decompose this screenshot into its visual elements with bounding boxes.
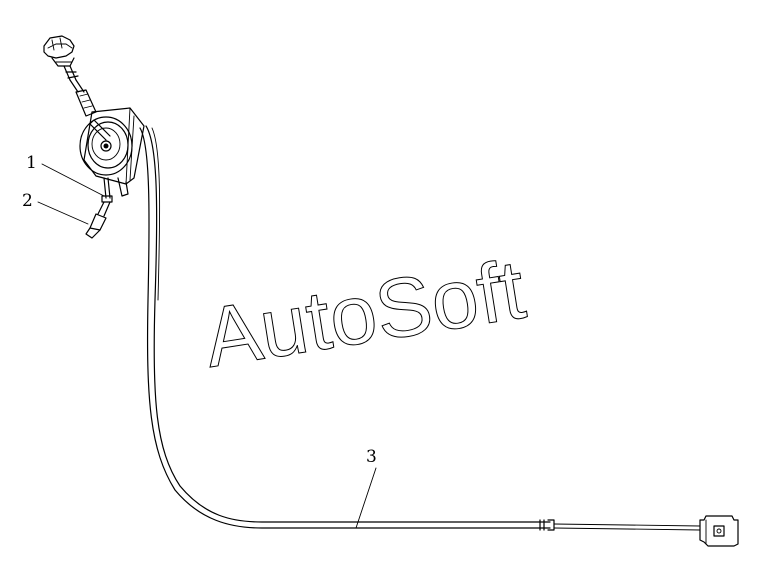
callout-1: 1 bbox=[26, 153, 37, 173]
leader-lines bbox=[37, 163, 377, 529]
control-knob bbox=[43, 35, 97, 117]
callout-2: 2 bbox=[22, 191, 33, 211]
cable-drum-housing bbox=[79, 107, 145, 197]
mounting-bolt-assembly bbox=[85, 177, 113, 239]
callout-3: 3 bbox=[366, 447, 377, 467]
watermark-text: AutoSoft bbox=[198, 242, 531, 385]
cable-end-connector bbox=[699, 515, 739, 547]
control-cable bbox=[139, 125, 701, 531]
